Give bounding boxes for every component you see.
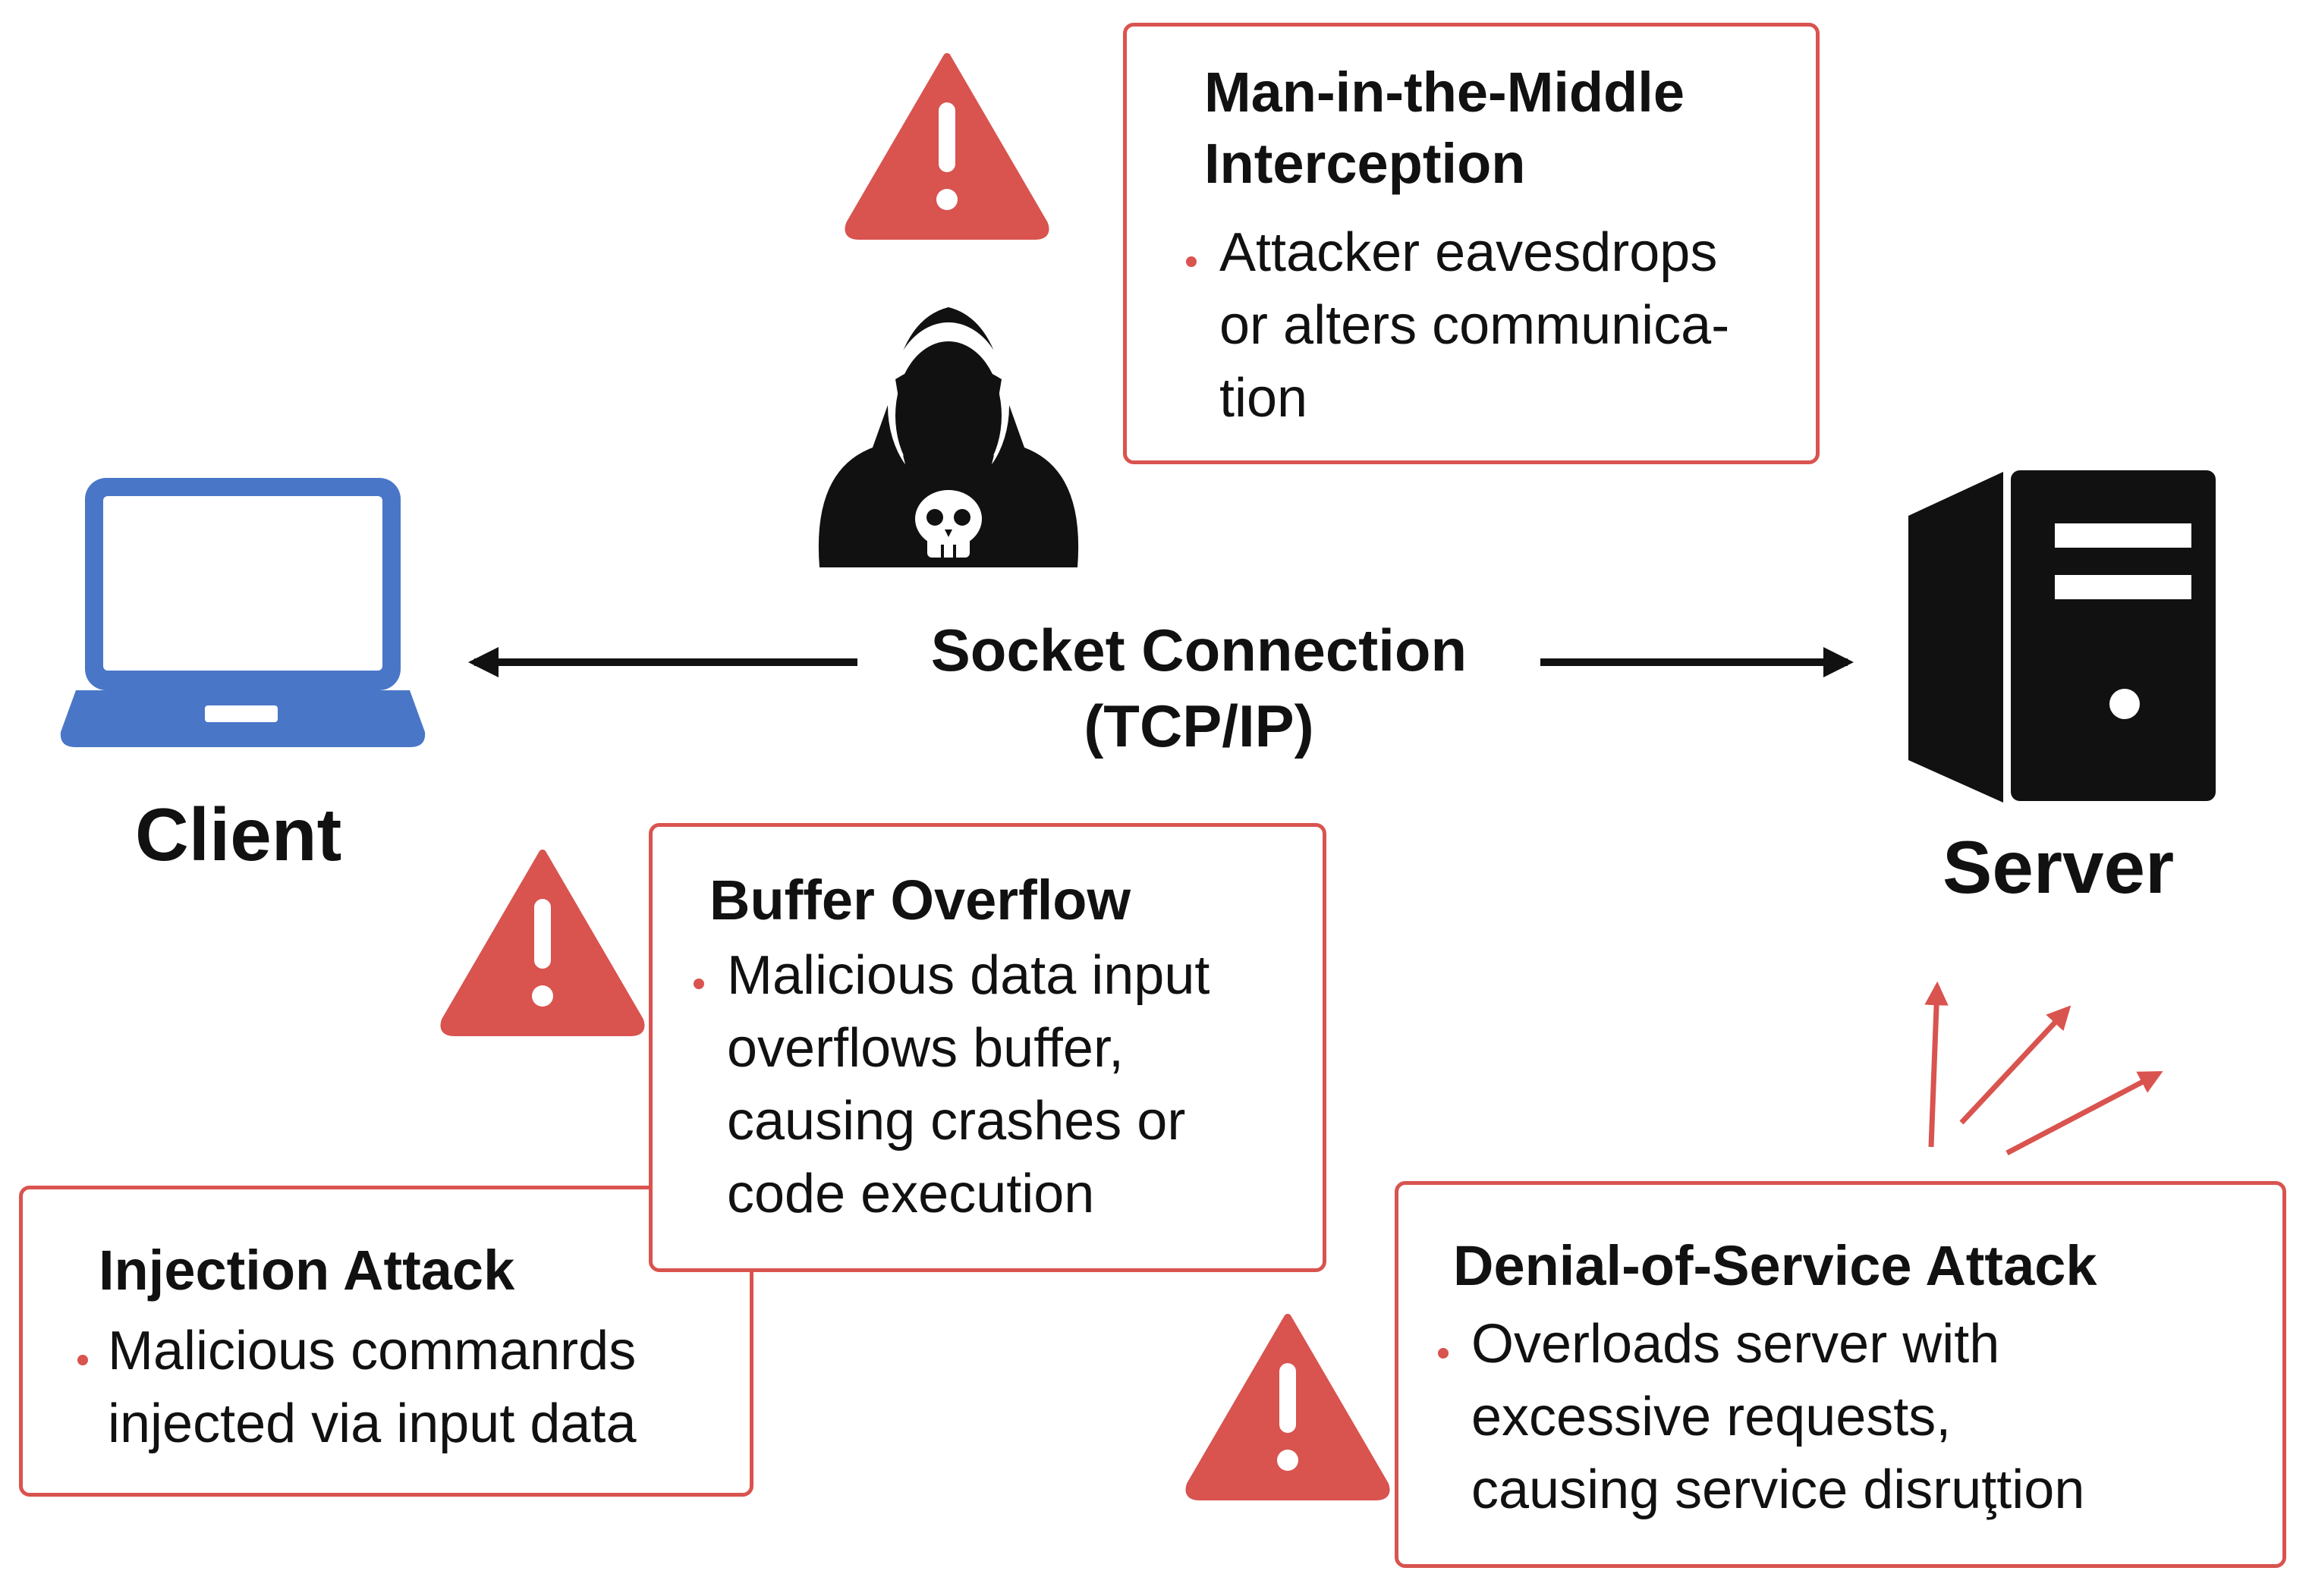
- bullet-dot: [1438, 1348, 1449, 1359]
- client-label: Client: [135, 793, 342, 876]
- hooded-hacker-icon: [818, 307, 1079, 567]
- server-label: Server: [1943, 825, 2175, 909]
- dos-request-arrow: [1924, 981, 1949, 1148]
- bullet-dot: [1186, 256, 1197, 267]
- server-tower-icon: [1908, 470, 2216, 803]
- dos-attack-description: Overloads server with excessive requests…: [1471, 1314, 2085, 1520]
- mitm-attack-box: Man-in-the-Middle Interception Attacker …: [1123, 23, 1820, 464]
- bullet-dot: [694, 979, 704, 989]
- warning-icon: [845, 53, 1049, 240]
- injection-attack-description: Malicious commanrds injected via input d…: [108, 1321, 637, 1454]
- dos-attack-box: Denial-of-Service Attack Overloads serve…: [1395, 1181, 2286, 1568]
- connection-label: Socket Connection (TCP/IP): [857, 612, 1540, 764]
- laptop-icon: [60, 478, 426, 747]
- injection-attack-box: Injection Attack Malicious commanrds inj…: [19, 1186, 753, 1497]
- connection-label-line2: (TCP/IP): [1084, 693, 1314, 759]
- buffer-overflow-description: Malicious data input overflows buffer, c…: [727, 945, 1210, 1224]
- skull-icon: [915, 490, 982, 558]
- dos-request-arrow: [1959, 1005, 2071, 1125]
- connection-label-line1: Socket Connection: [930, 617, 1468, 683]
- mitm-attack-title: Man-in-the-Middle Interception: [1204, 61, 1685, 195]
- dos-request-arrow: [2005, 1070, 2163, 1156]
- bullet-dot: [77, 1355, 88, 1365]
- warning-icon: [1185, 1314, 1390, 1500]
- dos-attack-title: Denial-of-Service Attack: [1453, 1234, 2097, 1297]
- mitm-attack-description: Attacker eavesdrops or alters communica-…: [1219, 222, 1730, 429]
- injection-attack-title: Injection Attack: [99, 1239, 515, 1302]
- buffer-overflow-box: Buffer Overflow Malicious data input ove…: [649, 823, 1326, 1272]
- warning-icon: [440, 850, 645, 1036]
- buffer-overflow-title: Buffer Overflow: [709, 869, 1131, 932]
